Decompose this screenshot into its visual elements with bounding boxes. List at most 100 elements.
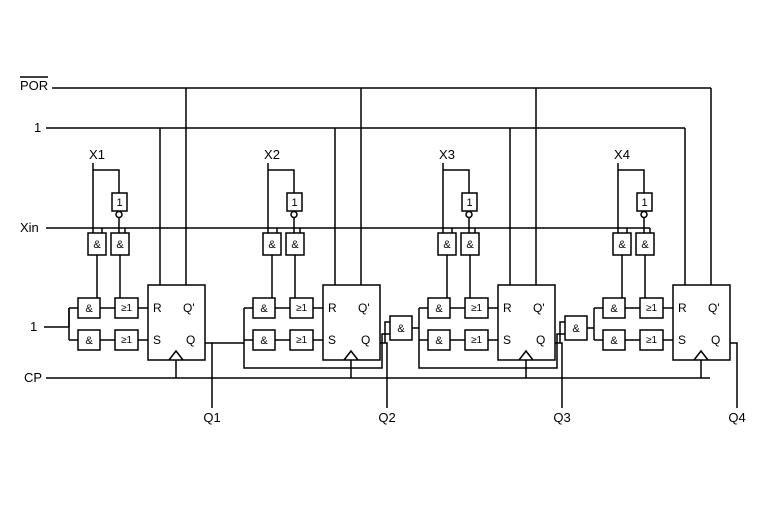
inverter-gate-label: 1 <box>116 197 122 209</box>
stage-output-wire <box>380 342 388 408</box>
flipflop-s-label: S <box>328 333 336 347</box>
stage-input-label: X4 <box>614 147 630 162</box>
or-gate-lower-box <box>639 329 664 351</box>
flipflop-qbar-label: Q' <box>533 301 545 315</box>
stage-bus-drop-wires <box>684 88 712 285</box>
stage-logic-wires <box>243 255 352 378</box>
clock-triangle-icon <box>343 349 359 361</box>
one-left-label: 1 <box>30 319 37 334</box>
one-left-wire <box>44 308 70 328</box>
bus-layer: POR 1 Xin 1 CP <box>20 76 711 385</box>
clock-triangle-icon <box>693 349 709 361</box>
flipflop-r-label: R <box>503 301 512 315</box>
stage-3: X3 1 & & & & ≥1 ≥1 R Q' S Q Q3 <box>418 88 571 425</box>
and-gate-lower-label: & <box>85 335 93 347</box>
flipflop-box <box>672 284 731 361</box>
and-gate-upper-label: & <box>610 303 618 315</box>
and-gate-input-right-box <box>460 232 480 256</box>
and-gate-input-right-label: & <box>641 239 649 251</box>
and-gate-lower-box <box>427 329 451 351</box>
stage-output-wire <box>205 342 213 408</box>
inverter-bubble-icon <box>290 210 298 219</box>
or-gate-lower-label: ≥1 <box>471 335 482 346</box>
chain-wire-2 <box>418 321 594 369</box>
flipflop-s-label: S <box>503 333 511 347</box>
flipflop-s-label: S <box>153 333 161 347</box>
inverter-gate-label: 1 <box>641 197 647 209</box>
and-gate-input-right-label: & <box>291 239 299 251</box>
stage-input-label: X3 <box>439 147 455 162</box>
and-gate-input-left-box <box>262 232 282 256</box>
and-gate-lower-label: & <box>610 335 618 347</box>
stages-layer: X1 1 & & & & ≥1 ≥1 R Q' S Q Q 1 <box>68 88 746 425</box>
and-gate-input-left-label: & <box>93 239 101 251</box>
or-gate-lower-label: ≥1 <box>121 335 132 346</box>
stage-logic-wires <box>593 255 702 378</box>
or-gate-lower-label: ≥1 <box>296 335 307 346</box>
flipflop-q-label: Q <box>711 333 720 347</box>
clock-triangle-icon <box>518 349 534 361</box>
or-gate-upper-label: ≥1 <box>471 303 482 314</box>
flipflop-r-label: R <box>153 301 162 315</box>
carry-chain-layer: & & <box>212 315 594 369</box>
and-gate-input-right-label: & <box>116 239 124 251</box>
stage-1: X1 1 & & & & ≥1 ≥1 R Q' S Q Q1 <box>68 88 221 425</box>
or-gate-upper-box <box>289 297 314 319</box>
stage-bus-drop-wires <box>509 88 537 285</box>
and-gate-carry-2-label: & <box>572 323 580 335</box>
or-gate-upper-label: ≥1 <box>296 303 307 314</box>
flipflop-r-label: R <box>678 301 687 315</box>
flipflop-q-label: Q <box>361 333 370 347</box>
and-gate-lower-label: & <box>260 335 268 347</box>
flipflop-s-label: S <box>678 333 686 347</box>
or-gate-lower-box <box>289 329 314 351</box>
and-gate-lower-box <box>252 329 276 351</box>
stage-bus-drop-wires <box>159 88 187 285</box>
or-gate-upper-box <box>639 297 664 319</box>
and-gate-upper-label: & <box>260 303 268 315</box>
por-label: POR <box>20 78 48 93</box>
and-gate-input-left-label: & <box>618 239 626 251</box>
stage-output-label: Q3 <box>553 410 570 425</box>
inverter-bubble-icon <box>115 210 123 219</box>
or-gate-lower-label: ≥1 <box>646 335 657 346</box>
stage-4: X4 1 & & & & ≥1 ≥1 R Q' S Q Q4 <box>593 88 746 425</box>
stage-output-wire <box>730 342 738 408</box>
and-gate-upper-label: & <box>435 303 443 315</box>
or-gate-lower-box <box>114 329 139 351</box>
and-gate-lower-label: & <box>435 335 443 347</box>
xin-label: Xin <box>20 220 39 235</box>
flipflop-box <box>497 284 556 361</box>
and-gate-lower-box <box>602 329 626 351</box>
stage-logic-wires <box>418 255 527 378</box>
and-gate-input-left-box <box>87 232 107 256</box>
and-gate-input-left-box <box>437 232 457 256</box>
and-gate-input-right-box <box>285 232 305 256</box>
stage-logic-wires <box>68 255 177 378</box>
stage-input-label: X1 <box>89 147 105 162</box>
one-top-label: 1 <box>34 120 41 135</box>
and-gate-carry-2-box <box>564 315 588 341</box>
and-gate-input-left-label: & <box>268 239 276 251</box>
flipflop-qbar-label: Q' <box>358 301 370 315</box>
stage-2: X2 1 & & & & ≥1 ≥1 R Q' S Q Q2 <box>243 88 396 425</box>
and-gate-input-right-box <box>635 232 655 256</box>
and-gate-carry-1-box <box>389 315 413 341</box>
stage-output-label: Q4 <box>728 410 745 425</box>
stage-output-wire <box>555 342 563 408</box>
stage-input-wires <box>617 163 651 233</box>
inverter-bubble-icon <box>465 210 473 219</box>
flipflop-q-label: Q <box>536 333 545 347</box>
stage-input-label: X2 <box>264 147 280 162</box>
or-gate-lower-box <box>464 329 489 351</box>
and-gate-input-right-label: & <box>466 239 474 251</box>
and-gate-input-left-box <box>612 232 632 256</box>
stage-bus-drop-wires <box>334 88 362 285</box>
flipflop-qbar-label: Q' <box>708 301 720 315</box>
flipflop-r-label: R <box>328 301 337 315</box>
and-gate-lower-box <box>77 329 101 351</box>
and-gate-carry-1-label: & <box>397 323 405 335</box>
chain-wire-1 <box>212 321 419 369</box>
